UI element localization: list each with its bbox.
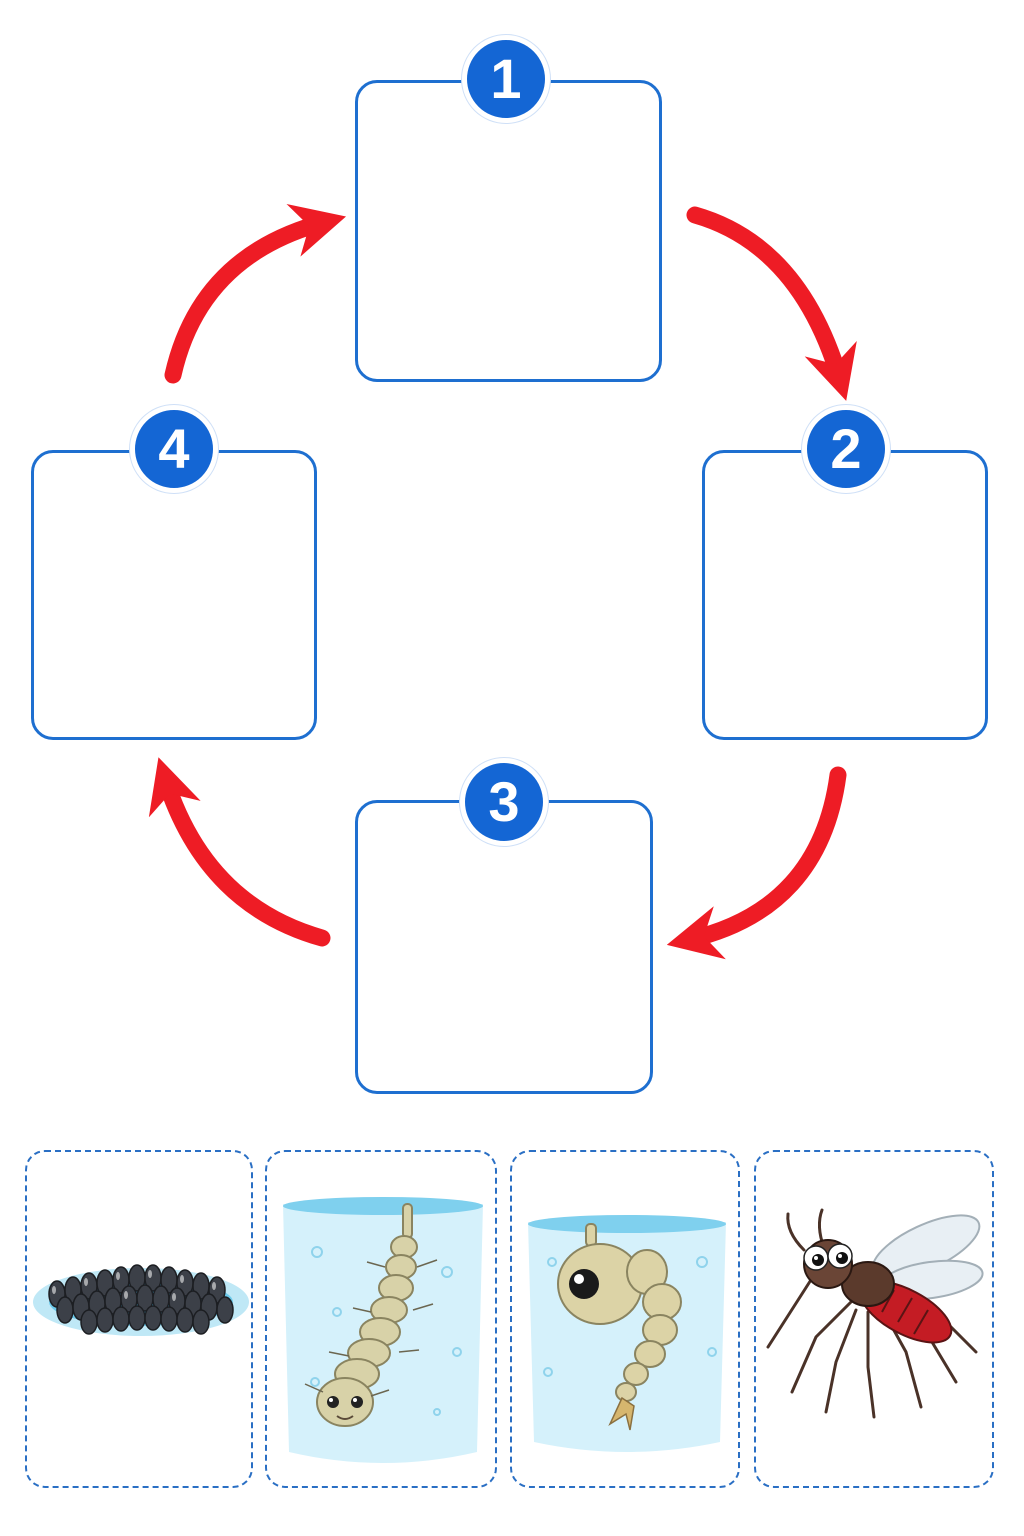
arrow-4-to-1 xyxy=(164,204,347,384)
stage-box-4[interactable] xyxy=(31,450,317,740)
card-larva[interactable] xyxy=(265,1150,497,1488)
stage-badge-2: 2 xyxy=(802,405,890,493)
arrow-1-to-2 xyxy=(686,206,857,401)
mosquito-larva-icon xyxy=(283,1197,483,1463)
arrow-3-to-4 xyxy=(148,757,331,947)
stage-box-1[interactable] xyxy=(355,80,662,382)
stage-box-3[interactable] xyxy=(355,800,653,1094)
card-eggs[interactable] xyxy=(25,1150,253,1488)
mosquito-eggs-icon xyxy=(33,1264,249,1336)
arrow-2-to-3 xyxy=(666,766,847,960)
card-adult[interactable] xyxy=(754,1150,994,1488)
card-pupa[interactable] xyxy=(510,1150,740,1488)
stage-box-2[interactable] xyxy=(702,450,988,740)
stage-badge-1: 1 xyxy=(462,35,550,123)
mosquito-pupa-icon xyxy=(528,1215,726,1452)
adult-mosquito-icon xyxy=(766,1208,984,1419)
stage-badge-3: 3 xyxy=(460,758,548,846)
stage-badge-4: 4 xyxy=(130,405,218,493)
